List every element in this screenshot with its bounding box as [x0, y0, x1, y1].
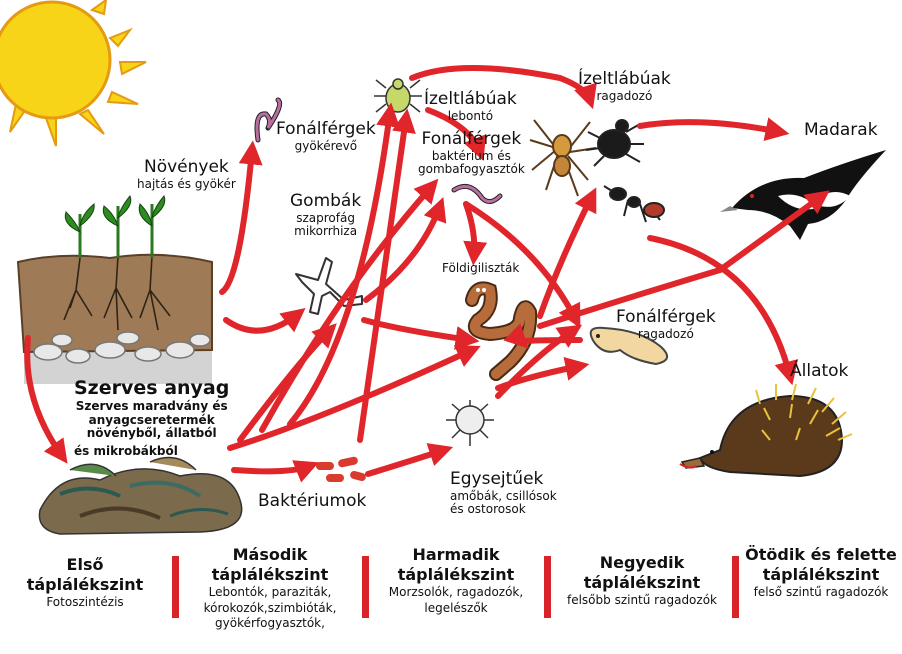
level-3-title1: Harmadik	[372, 545, 540, 565]
level-5-title1: Ötödik és felette	[740, 545, 902, 565]
plants-node: Növények hajtás és gyökér	[137, 158, 236, 191]
fungi-sub2: mikorrhiza	[290, 225, 361, 239]
level-2-title1: Második	[182, 545, 358, 565]
predator-arthropods-title: Ízeltlábúak	[578, 70, 671, 90]
birds-title: Madarak	[804, 121, 878, 141]
bacteria-title: Baktériumok	[258, 492, 366, 512]
plants-title: Növények	[137, 158, 236, 178]
fungi-node: Gombák szaprofág mikorrhiza	[290, 192, 361, 239]
trophic-level-3: Harmadik táplálékszint Morzsolók, ragado…	[372, 545, 540, 616]
level-separator	[172, 556, 179, 618]
level-2-desc1: Lebontók, paraziták,	[182, 585, 358, 601]
predator-arthropods-sub: ragadozó	[578, 90, 671, 104]
bacteria-node: Baktériumok	[258, 492, 366, 512]
earthworms-title: Földigiliszták	[442, 262, 519, 276]
bf-nematodes-title: Fonálférgek	[418, 130, 525, 150]
birds-node: Madarak	[804, 121, 878, 141]
bf-nematodes-node: Fonálférgek baktérium és gombafogyasztók	[418, 130, 525, 177]
level-5-title2: táplálékszint	[740, 565, 902, 585]
level-3-title2: táplálékszint	[372, 565, 540, 585]
decomposer-arthropods-title: Ízeltlábúak	[424, 90, 517, 110]
level-2-desc2: kórokozók,szimbióták,	[182, 601, 358, 617]
bf-nematodes-sub2: gombafogyasztók	[418, 163, 525, 177]
level-1-title2: táplálékszint	[0, 575, 170, 595]
organic-matter-icon	[39, 458, 241, 535]
fungi-sub1: szaprofág	[290, 212, 361, 226]
level-3-desc1: Morzsolók, ragadozók,	[372, 585, 540, 601]
protozoa-sub1: amőbák, csillósok	[450, 490, 557, 504]
organic-matter-sub4: és mikrobákból	[74, 445, 229, 459]
spider-icon	[530, 120, 596, 196]
level-2-desc3: gyökérfogyasztók,	[182, 616, 358, 632]
animals-node: Állatok	[790, 362, 848, 382]
trophic-level-4: Negyedik táplálékszint felsőbb szintű ra…	[554, 545, 730, 609]
plants-soil-icon	[18, 196, 212, 384]
predatory-nematodes-sub: ragadozó	[616, 328, 716, 342]
protozoa-icon	[446, 400, 494, 446]
sun-icon	[0, 0, 146, 146]
earthworm-icon	[472, 288, 530, 374]
bird-icon	[720, 150, 886, 240]
organic-matter-sub1: Szerves maradvány és	[74, 400, 229, 414]
level-4-title1: Negyedik	[554, 553, 730, 573]
organic-matter-sub3: növényből, állatból	[74, 427, 229, 441]
organic-matter-sub2: anyagcseretermék	[74, 414, 229, 428]
fungi-title: Gombák	[290, 192, 361, 212]
root-nematodes-node: Fonálférgek gyökérevő	[276, 120, 376, 153]
echidna-icon	[680, 384, 852, 476]
beetle-icon	[586, 120, 644, 166]
level-1-title1: Első	[0, 555, 170, 575]
decomposer-arthropods-sub: lebontó	[424, 110, 517, 124]
protozoa-node: Egysejtűek amőbák, csillósok és ostoroso…	[450, 470, 557, 517]
bacteria-icon	[316, 456, 367, 482]
predatory-nematodes-node: Fonálférgek ragadozó	[616, 308, 716, 341]
trophic-level-2: Második táplálékszint Lebontók, parazitá…	[182, 545, 358, 632]
animals-title: Állatok	[790, 362, 848, 382]
mite-icon	[374, 79, 422, 112]
level-4-title2: táplálékszint	[554, 573, 730, 593]
level-separator	[544, 556, 551, 618]
level-separator	[732, 556, 739, 618]
root-nematodes-title: Fonálférgek	[276, 120, 376, 140]
decomposer-arthropods-node: Ízeltlábúak lebontó	[424, 90, 517, 123]
bf-nematodes-sub1: baktérium és	[418, 150, 525, 164]
plants-sub: hajtás és gyökér	[137, 178, 236, 192]
level-4-desc1: felsőbb szintű ragadozók	[554, 593, 730, 609]
trophic-level-1: Első táplálékszint Fotoszintézis	[0, 545, 170, 611]
ant-icon	[604, 186, 664, 222]
root-nematodes-sub: gyökérevő	[276, 140, 376, 154]
organic-matter-node: Szerves anyag Szerves maradvány és anyag…	[74, 378, 229, 459]
level-1-desc1: Fotoszintézis	[0, 595, 170, 611]
level-3-desc2: legelészők	[372, 601, 540, 617]
protozoa-title: Egysejtűek	[450, 470, 557, 490]
level-separator	[362, 556, 369, 618]
predator-arthropods-node: Ízeltlábúak ragadozó	[578, 70, 671, 103]
earthworms-node: Földigiliszták	[442, 262, 519, 276]
protozoa-sub2: és ostorosok	[450, 503, 557, 517]
predatory-nematodes-title: Fonálférgek	[616, 308, 716, 328]
trophic-level-5: Ötödik és felette táplálékszint felső sz…	[740, 545, 902, 601]
level-2-title2: táplálékszint	[182, 565, 358, 585]
level-5-desc1: felső szintű ragadozók	[740, 585, 902, 601]
organic-matter-title: Szerves anyag	[74, 378, 229, 400]
